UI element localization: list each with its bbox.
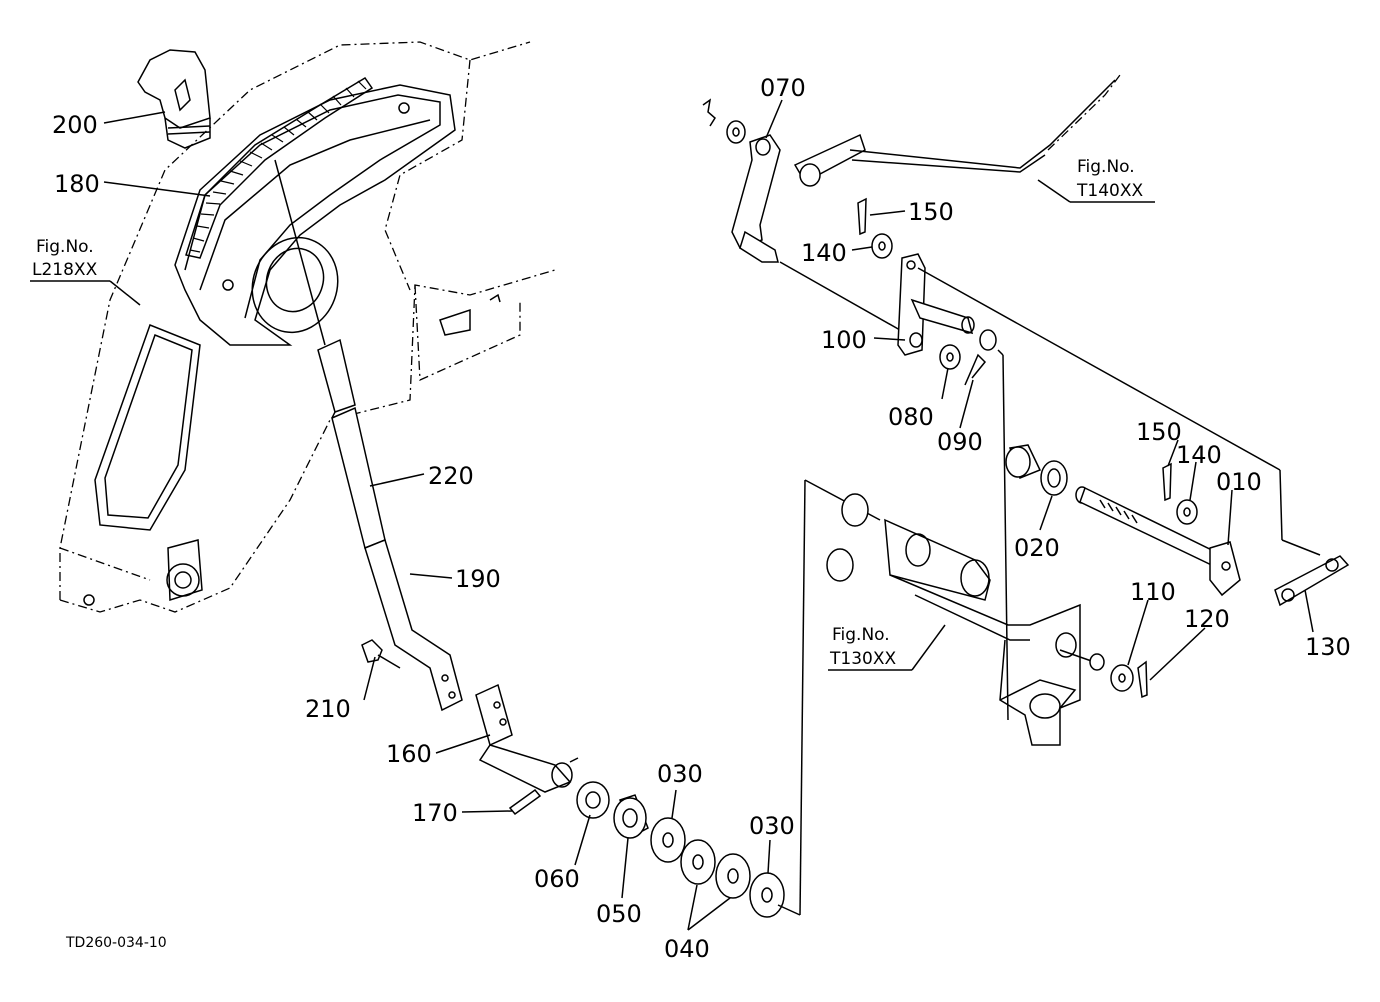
- label-180: 180: [54, 170, 100, 198]
- label-190: 190: [455, 565, 501, 593]
- knob-part-200: [137, 49, 211, 149]
- label-030b: 030: [749, 812, 795, 840]
- label-150a: 150: [908, 198, 954, 226]
- label-060: 060: [534, 865, 580, 893]
- ref-t140-line2: T140XX: [1076, 181, 1143, 201]
- lever-part-220: [317, 338, 386, 550]
- label-100: 100: [821, 326, 867, 354]
- washer-part-080: [939, 344, 961, 370]
- arm-part-070: [702, 98, 866, 263]
- label-210: 210: [305, 695, 351, 723]
- ref-t140-line1: Fig.No.: [1077, 157, 1135, 177]
- quadrant-guide-hatch: [185, 76, 374, 259]
- label-090: 090: [937, 428, 983, 456]
- bushing-part-050: [613, 794, 649, 839]
- ref-t130-line2: T130XX: [829, 649, 896, 669]
- shaft-part-010: [1075, 486, 1241, 597]
- arm-part-160: [475, 683, 573, 793]
- label-140b: 140: [1176, 441, 1222, 469]
- rod-t140: [849, 79, 1116, 173]
- label-200: 200: [52, 111, 98, 139]
- label-120: 120: [1184, 605, 1230, 633]
- pin-part-170: [508, 788, 542, 816]
- cotter-pin-part-150b: [1162, 462, 1172, 502]
- label-110: 110: [1130, 578, 1176, 606]
- label-080: 080: [888, 403, 934, 431]
- label-160: 160: [386, 740, 432, 768]
- plate-part-130: [1274, 555, 1350, 607]
- ref-t130-line1: Fig.No.: [832, 625, 890, 645]
- cotter-pin-part-120: [1137, 660, 1148, 699]
- bushing-part-020-area: [1005, 444, 1068, 496]
- lever-part-190: [364, 538, 463, 712]
- label-040: 040: [664, 935, 710, 963]
- washer-part-030a: [650, 817, 686, 863]
- washer-part-030b: [749, 872, 785, 918]
- label-150b: 150: [1136, 418, 1182, 446]
- label-170: 170: [412, 799, 458, 827]
- label-070: 070: [760, 74, 806, 102]
- snap-pin-part-090: [964, 353, 987, 386]
- ref-l218-line1: Fig.No.: [36, 237, 94, 257]
- label-050: 050: [596, 900, 642, 928]
- label-030a: 030: [657, 760, 703, 788]
- bracket-t130: [826, 493, 1081, 746]
- ref-l218-line2: L218XX: [32, 260, 98, 280]
- label-130: 130: [1305, 633, 1351, 661]
- drawing-code: TD260-034-10: [65, 935, 167, 951]
- part-labels: 200 180 220 190 210 160 170 060 050 030 …: [32, 74, 1351, 963]
- bushing-small: [979, 329, 997, 351]
- washer-part-040: [680, 839, 751, 899]
- washer-part-110: [1089, 653, 1134, 692]
- washer-part-140a: [871, 233, 893, 259]
- fender-housing: [59, 41, 556, 613]
- washer-part-140b: [1176, 499, 1198, 525]
- leader-lines: [30, 99, 1314, 931]
- cotter-pin-part-150a: [857, 197, 867, 236]
- label-020: 020: [1014, 534, 1060, 562]
- label-140a: 140: [801, 239, 847, 267]
- link-part-100: [897, 253, 975, 356]
- bushing-part-060: [576, 781, 610, 819]
- label-220: 220: [428, 462, 474, 490]
- bolt-part-210: [361, 639, 401, 669]
- label-010: 010: [1216, 468, 1262, 496]
